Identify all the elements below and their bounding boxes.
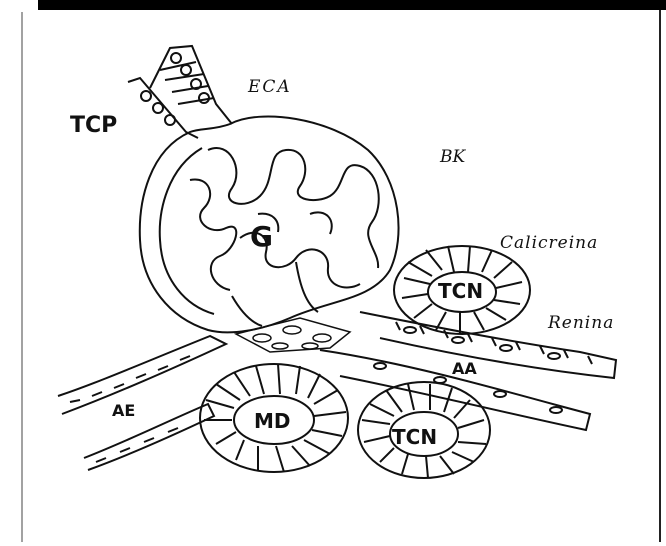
label-tcp: TCP: [70, 113, 117, 138]
label-aa: AA: [452, 359, 477, 378]
label-glomerulus: G: [250, 220, 273, 253]
label-renina: Renina: [547, 313, 614, 333]
label-eca: ECA: [247, 77, 292, 97]
label-tcn-upper: TCN: [438, 279, 483, 303]
label-calicreina: Calicreina: [500, 233, 598, 253]
top-frame-bar: [38, 0, 666, 10]
label-ae: AE: [112, 401, 135, 420]
label-md: MD: [254, 409, 291, 433]
label-bk: BK: [439, 147, 466, 167]
label-tcn-lower: TCN: [392, 425, 437, 449]
